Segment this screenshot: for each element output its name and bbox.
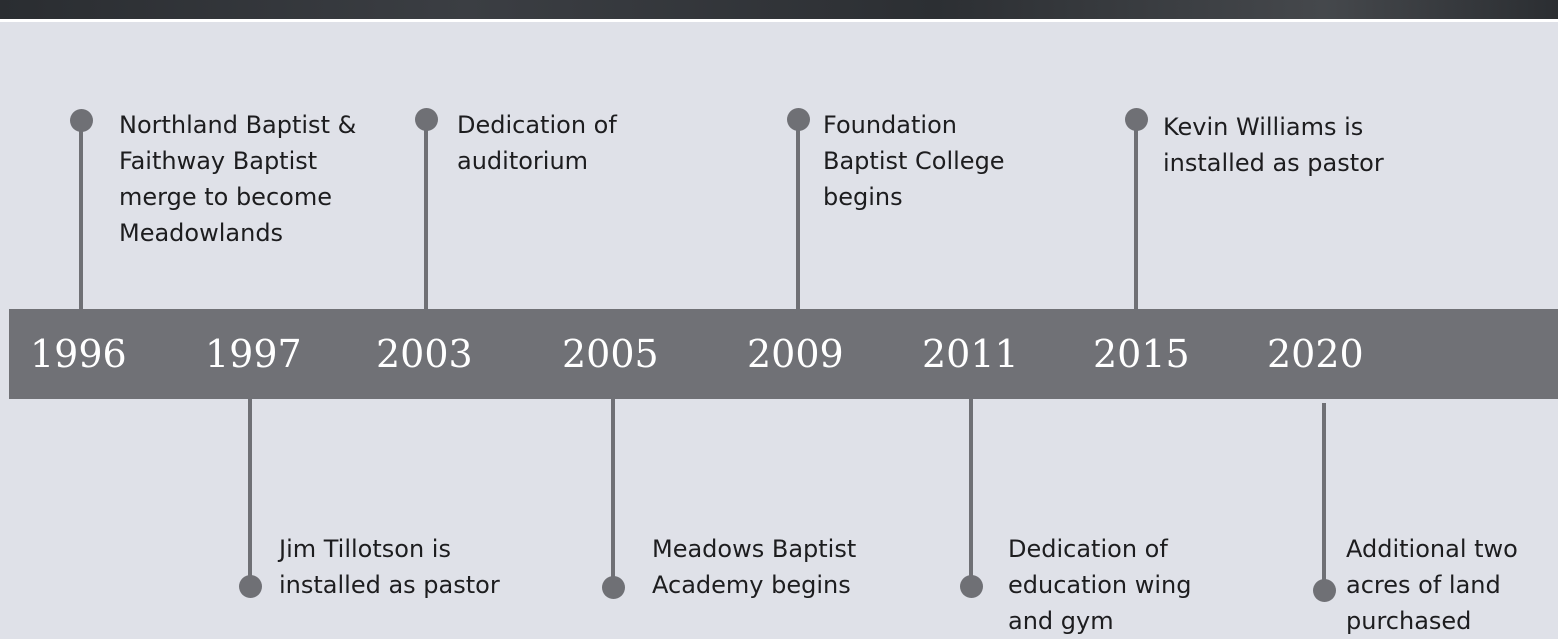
event-1996: Northland Baptist & Faithway Baptist mer… [119,107,356,251]
stem-2020 [1322,403,1326,589]
marker-dot-2015 [1125,108,1148,131]
marker-dot-2003 [415,108,438,131]
event-1997-line: installed as pastor [279,571,500,599]
timeline-band [9,309,1558,399]
event-2011-line: education wing [1008,571,1192,599]
stem-2009 [796,120,800,309]
year-label-2011: 2011 [922,332,1019,376]
stem-2015 [1134,120,1138,309]
event-2020-line: Additional two [1346,535,1518,563]
event-1996-line: Meadowlands [119,219,284,247]
event-2003-line: auditorium [457,147,589,175]
stem-1997 [248,399,252,585]
event-1996-line: Northland Baptist & [119,111,357,139]
event-1996-line: merge to become [119,183,332,211]
event-1997: Jim Tillotson is installed as pastor [279,531,500,603]
year-label-2020: 2020 [1267,332,1364,376]
event-1996-line: Faithway Baptist [119,147,318,175]
event-2015: Kevin Williams is installed as pastor [1163,109,1384,181]
marker-dot-2020 [1313,579,1336,602]
event-2020-line: acres of land [1346,571,1501,599]
event-2011: Dedication of education wing and gym [1008,531,1191,639]
year-label-2009: 2009 [747,332,844,376]
event-2005: Meadows Baptist Academy begins [652,531,856,603]
marker-dot-2009 [787,108,810,131]
stem-2011 [969,399,973,585]
event-2011-line: Dedication of [1008,535,1168,563]
event-2009-line: Baptist College [823,147,1005,175]
year-label-2003: 2003 [376,332,473,376]
event-2015-line: installed as pastor [1163,149,1384,177]
event-1997-line: Jim Tillotson is [279,535,451,563]
event-2005-line: Academy begins [652,571,851,599]
stem-2005 [611,399,615,585]
event-2003: Dedication of auditorium [457,107,617,179]
year-label-2015: 2015 [1093,332,1190,376]
stem-1996 [79,120,83,309]
marker-dot-1996 [70,109,93,132]
event-2015-line: Kevin Williams is [1163,113,1364,141]
header-photo-strip [0,0,1558,22]
marker-dot-1997 [239,575,262,598]
event-2009-line: begins [823,183,903,211]
year-label-2005: 2005 [562,332,659,376]
marker-dot-2005 [602,576,625,599]
event-2005-line: Meadows Baptist [652,535,857,563]
event-2020: Additional two acres of land purchased [1346,531,1518,639]
event-2020-line: purchased [1346,607,1472,635]
event-2009-line: Foundation [823,111,957,139]
year-label-1997: 1997 [205,332,302,376]
stem-2003 [424,120,428,309]
event-2011-line: and gym [1008,607,1114,635]
year-label-1996: 1996 [30,332,127,376]
event-2003-line: Dedication of [457,111,617,139]
event-2009: Foundation Baptist College begins [823,107,1005,215]
marker-dot-2011 [960,575,983,598]
